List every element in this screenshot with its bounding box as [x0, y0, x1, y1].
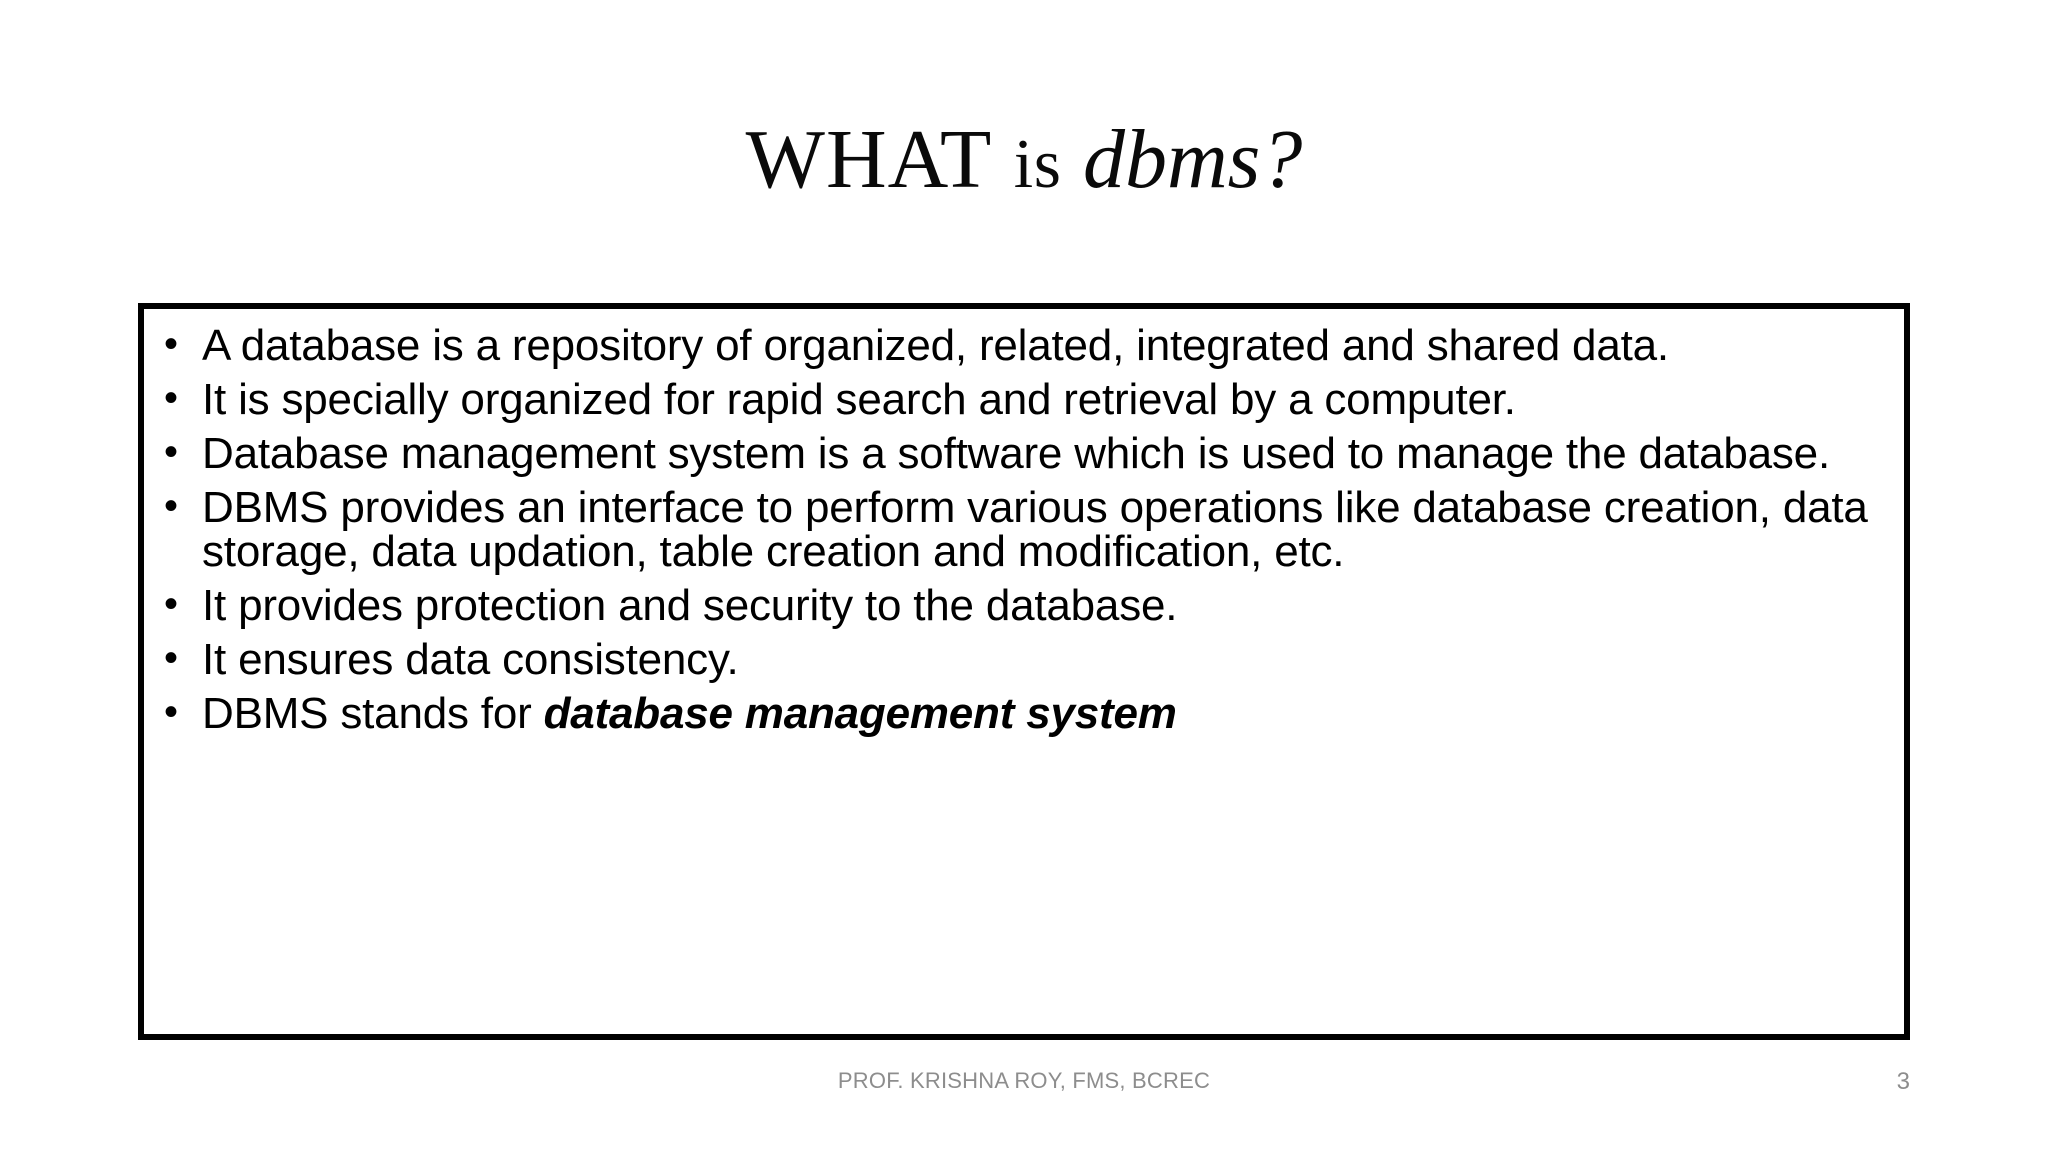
- list-item-text: Database management system is a software…: [202, 429, 1830, 478]
- bullet-icon: •: [164, 430, 178, 474]
- content-text-box: • A database is a repository of organized…: [138, 303, 1910, 1040]
- title-part-is: is: [1013, 126, 1062, 203]
- list-item-text: DBMS stands for database management syst…: [202, 689, 1177, 738]
- list-item: • It provides protection and security to …: [158, 584, 1886, 628]
- bullet-icon: •: [164, 376, 178, 420]
- bullet-icon: •: [164, 322, 178, 366]
- list-item: • It is specially organized for rapid sea…: [158, 378, 1886, 422]
- list-item-text: It is specially organized for rapid sear…: [202, 375, 1516, 424]
- list-item: • It ensures data consistency.: [158, 638, 1886, 682]
- list-item: • DBMS provides an interface to perform v…: [158, 486, 1886, 574]
- list-item: • Database management system is a softwar…: [158, 432, 1886, 476]
- list-item: • DBMS stands for database management sys…: [158, 692, 1886, 736]
- list-item-text: It ensures data consistency.: [202, 635, 739, 684]
- bullet-list: • A database is a repository of organized…: [144, 309, 1904, 736]
- list-item-text: A database is a repository of organized,…: [202, 321, 1669, 370]
- list-item-emphasis: database management system: [543, 689, 1177, 738]
- title-part-what: WHAT: [745, 113, 993, 206]
- bullet-icon: •: [164, 636, 178, 680]
- list-item-text: DBMS provides an interface to perform va…: [202, 483, 1868, 576]
- bullet-icon: •: [164, 582, 178, 626]
- footer-note: PROF. KRISHNA ROY, FMS, BCREC: [837, 1068, 1211, 1093]
- list-item-text: It provides protection and security to t…: [202, 581, 1178, 630]
- bullet-icon: •: [164, 690, 178, 734]
- list-item: • A database is a repository of organized…: [158, 324, 1886, 368]
- page-title: WHAT is dbms?: [0, 118, 2048, 202]
- bullet-icon: •: [164, 484, 178, 528]
- title-part-dbms: dbms?: [1082, 113, 1303, 206]
- slide-number: 3: [1896, 1068, 1910, 1095]
